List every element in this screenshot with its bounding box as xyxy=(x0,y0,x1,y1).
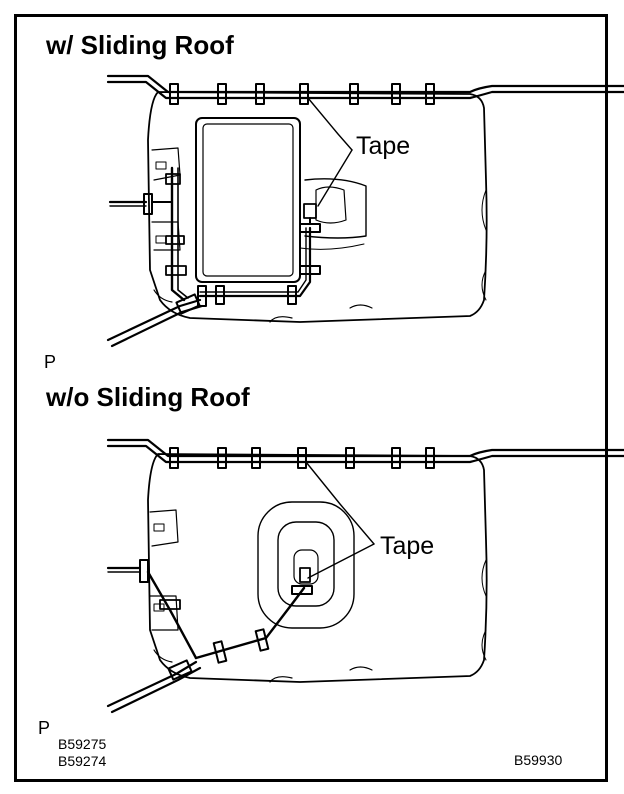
bottom-headliner xyxy=(106,438,624,714)
illustration-frame xyxy=(14,14,608,782)
bottom-corner-mark: P xyxy=(38,718,51,738)
bottom-tape-callout: Tape xyxy=(380,532,435,560)
part-code-left-bottom: B59274 xyxy=(58,753,107,769)
top-headliner xyxy=(106,74,624,348)
part-code-right: B59930 xyxy=(514,752,563,768)
no-sliding-roof-title: w/o Sliding Roof xyxy=(46,382,250,412)
top-tape-callout: Tape xyxy=(356,132,411,160)
sliding-roof-title: w/ Sliding Roof xyxy=(46,30,234,60)
part-code-left-top: B59275 xyxy=(58,736,107,752)
top-corner-mark: P xyxy=(44,352,57,372)
